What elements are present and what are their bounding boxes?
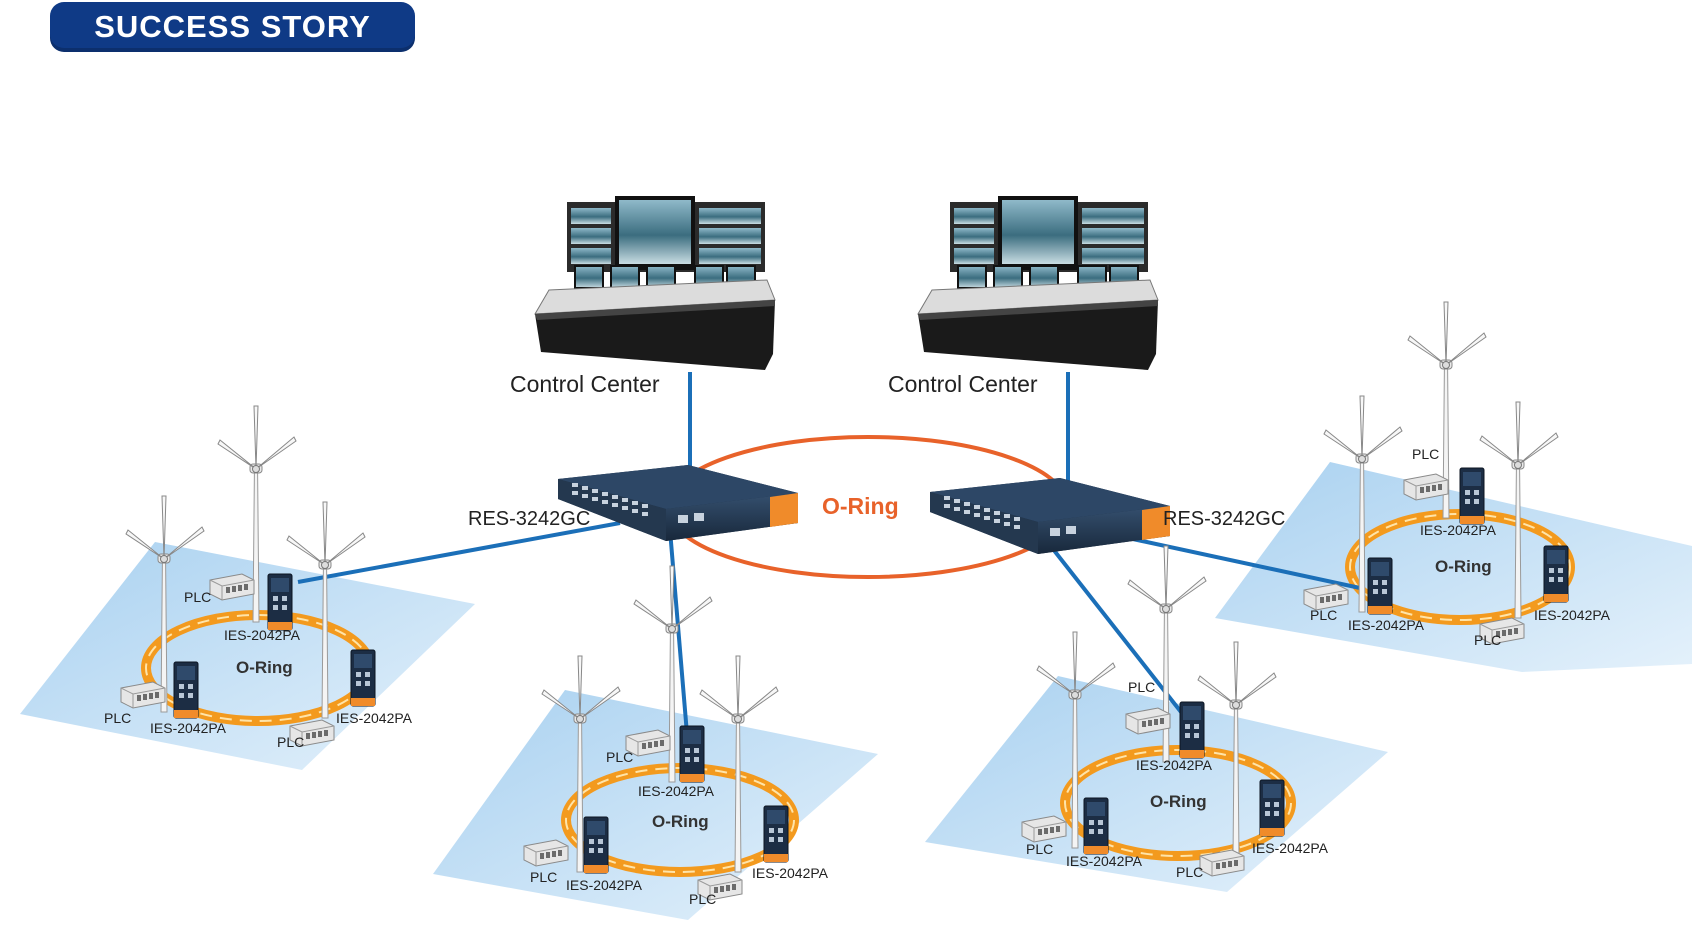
control-center-1 — [534, 195, 776, 371]
link-res1-site1 — [297, 521, 621, 584]
ies-switch — [350, 649, 376, 707]
plc-label: PLC — [104, 710, 131, 726]
plc-label: PLC — [1128, 679, 1155, 695]
switch-label-1: RES-3242GC — [468, 508, 590, 530]
site-ring-label: O-Ring — [652, 812, 709, 831]
plc-label: PLC — [1412, 446, 1439, 462]
ies-switch — [267, 573, 293, 631]
plc-label: PLC — [606, 749, 633, 765]
control-center-label-1: Control Center — [510, 371, 660, 397]
ies-label: IES-2042PA — [1420, 522, 1497, 538]
banner-title: SUCCESS STORY — [94, 9, 371, 44]
ies-label: IES-2042PA — [1066, 853, 1143, 869]
ies-label: IES-2042PA — [1252, 840, 1329, 856]
plc-label: PLC — [1474, 632, 1501, 648]
site-plate — [433, 690, 878, 920]
switch-label-2: RES-3242GC — [1163, 508, 1285, 530]
res-3242gc-switch-2 — [930, 478, 1170, 554]
site-ring-label: O-Ring — [1150, 792, 1207, 811]
ies-label: IES-2042PA — [150, 720, 227, 736]
control-center-label-2: Control Center — [888, 371, 1038, 397]
ies-label: IES-2042PA — [638, 783, 715, 799]
control-center-2 — [917, 195, 1159, 371]
ies-switch — [1259, 779, 1285, 837]
plc-label: PLC — [277, 734, 304, 750]
site-plate — [20, 542, 475, 770]
site-2: PLC PLC PLC IES-2042PA IES-2042PA IES-20… — [523, 565, 829, 907]
site-plate — [1215, 462, 1692, 672]
ies-label: IES-2042PA — [336, 710, 413, 726]
plc-label: PLC — [1176, 864, 1203, 880]
site-4: PLC PLC PLC IES-2042PA IES-2042PA IES-20… — [1303, 301, 1611, 648]
plc-label: PLC — [1026, 841, 1053, 857]
site-ring-label: O-Ring — [1435, 557, 1492, 576]
ies-label: IES-2042PA — [1348, 617, 1425, 633]
plc-label: PLC — [530, 869, 557, 885]
ies-label: IES-2042PA — [224, 627, 301, 643]
site-3: PLC PLC PLC IES-2042PA IES-2042PA IES-20… — [1021, 545, 1329, 880]
ies-label: IES-2042PA — [752, 865, 829, 881]
backbone-ring-label: O-Ring — [822, 493, 899, 519]
ies-label: IES-2042PA — [1136, 757, 1213, 773]
ies-switch — [679, 725, 705, 783]
ies-switch — [1367, 557, 1393, 615]
ies-switch — [763, 805, 789, 863]
plc-label: PLC — [689, 891, 716, 907]
ies-label: IES-2042PA — [1534, 607, 1611, 623]
ies-label: IES-2042PA — [566, 877, 643, 893]
plc-label: PLC — [1310, 607, 1337, 623]
site-ring-label: O-Ring — [236, 658, 293, 677]
ies-switch — [1179, 701, 1205, 759]
site-1: PLC PLC PLC IES-2042PA IES-2042PA IES-20… — [104, 405, 413, 750]
ies-switch — [1459, 467, 1485, 525]
ies-switch — [173, 661, 199, 719]
ies-switch — [1543, 545, 1569, 603]
plc-label: PLC — [184, 589, 211, 605]
ies-switch — [583, 816, 609, 874]
success-story-banner: SUCCESS STORY — [50, 2, 415, 52]
field-ring-site3 — [1060, 745, 1296, 861]
ies-switch — [1083, 797, 1109, 855]
